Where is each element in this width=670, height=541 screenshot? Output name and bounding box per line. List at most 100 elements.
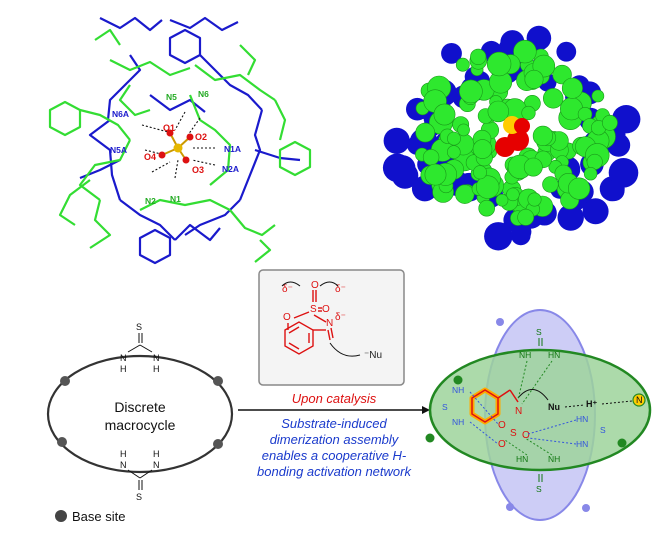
base-site-dot: [213, 376, 223, 386]
legend-base-site: Base site: [72, 509, 125, 524]
atom-o-ring: O: [283, 312, 291, 323]
blue-sphere: [557, 204, 584, 231]
thiourea-bot-n-left: N: [120, 460, 127, 470]
assembly-atom-o1: O: [498, 420, 506, 431]
green-sphere: [495, 193, 509, 207]
assembly-hn-right: HN: [576, 414, 588, 424]
green-sphere: [476, 175, 500, 199]
green-sphere: [470, 48, 487, 66]
blue-sphere: [511, 225, 531, 246]
oxygen-atom: [166, 129, 174, 137]
assembly-nh-left: NH: [452, 385, 464, 395]
blue-sphere: [608, 158, 639, 188]
delta-left: δ⁻: [282, 284, 293, 295]
green-sphere: [532, 125, 554, 146]
green-sphere: [455, 184, 475, 204]
crystal-structure-wireframe: N6A N5A N5 N6 N1A N2A N1 N2 O1 O2 O3 O4: [48, 16, 312, 265]
label-o3: O3: [192, 165, 204, 175]
thiourea-bot-h-left: H: [120, 449, 127, 459]
green-sphere: [487, 100, 509, 123]
green-sphere: [602, 114, 618, 131]
base-site-legend-dot: [55, 510, 67, 522]
green-sphere: [513, 39, 537, 64]
atom-o-top: O: [311, 280, 319, 291]
base-site-dot: [453, 375, 463, 385]
oxygen-atom: [158, 151, 166, 159]
assembly-s-bottom: S: [536, 484, 542, 494]
green-sphere: [472, 165, 487, 180]
base-site-dot: [582, 504, 590, 512]
base-site-dot: [60, 376, 70, 386]
assembly-nh-top-left: NH: [519, 350, 531, 360]
dimer-assembly: N S NH HN NH S NH N O S O O Nu H⁺ HN S H…: [425, 309, 652, 521]
assembly-s-right: S: [600, 425, 606, 435]
label-n2: N2: [145, 196, 156, 206]
green-sphere: [457, 123, 470, 137]
blue-sphere: [383, 127, 410, 154]
thiourea-bot-h-right: H: [153, 449, 160, 459]
atom-n: N: [326, 318, 333, 329]
green-sphere: [561, 77, 583, 99]
label-n5: N5: [166, 92, 177, 102]
thiourea-top-h-right: H: [153, 364, 160, 374]
green-sphere: [552, 64, 572, 85]
green-sphere: [591, 89, 605, 103]
base-site-dot: [617, 438, 627, 448]
base-site-dot: [506, 503, 514, 511]
oxygen-atom: [182, 156, 190, 164]
green-sphere: [523, 157, 543, 177]
macrocycle-label-line2: macrocycle: [105, 417, 176, 433]
base-n-label: N: [636, 395, 643, 405]
green-sphere: [583, 167, 598, 181]
arrow-upon-catalysis: Upon catalysis: [292, 391, 377, 406]
base-site-n-dot: [632, 393, 646, 407]
atom-s: S: [310, 304, 317, 315]
label-n1: N1: [170, 194, 181, 204]
oxygen-atom: [186, 133, 194, 141]
green-sphere: [447, 131, 461, 146]
label-o4: O4: [144, 152, 156, 162]
delta-right: δ⁻: [335, 284, 346, 295]
green-sphere: [524, 69, 544, 89]
assembly-hn-top-right: HN: [548, 350, 560, 360]
base-site-dot: [57, 437, 67, 447]
green-sphere: [527, 192, 542, 207]
thiourea-top-n-left: N: [120, 353, 127, 363]
blue-sphere: [441, 43, 462, 64]
thiourea-top-s: S: [136, 322, 142, 332]
thiourea-bot-n-right: N: [153, 460, 160, 470]
green-sphere: [446, 145, 461, 159]
thiourea-bot-s: S: [136, 492, 142, 502]
green-sphere: [472, 139, 493, 159]
space-filling-model: [382, 25, 641, 251]
label-n1a: N1A: [224, 144, 241, 154]
macrocycle-diagram: S N H N H H N H N S Discrete macrocycle: [46, 322, 234, 502]
green-sphere: [415, 122, 436, 143]
assembly-atom-o3: O: [522, 430, 530, 441]
blue-sphere: [391, 162, 419, 189]
arrow-line1: Substrate-induced: [281, 416, 387, 431]
arrow-line3: enables a cooperative H-: [262, 448, 407, 463]
assembly-nu: Nu: [548, 402, 560, 412]
thiourea-top-n-right: N: [153, 353, 160, 363]
label-n6: N6: [198, 89, 209, 99]
atom-o-right: O: [322, 304, 330, 315]
base-site-dot: [496, 318, 504, 326]
base-site-dot: [425, 433, 435, 443]
assembly-nh-bot-right: NH: [548, 454, 560, 464]
sulfate-oxygen: [495, 137, 515, 157]
green-sphere: [422, 149, 440, 166]
delta-n: δ⁻: [335, 312, 346, 323]
label-n6a: N6A: [112, 109, 129, 119]
assembly-s-left: S: [442, 402, 448, 412]
label-o2: O2: [195, 132, 207, 142]
green-sphere: [542, 176, 559, 193]
base-site-dot: [213, 439, 223, 449]
assembly-atom-n: N: [515, 406, 522, 417]
assembly-s-top: S: [536, 327, 542, 337]
assembly-atom-o2: O: [498, 439, 506, 450]
green-sphere: [517, 208, 535, 226]
blue-sphere: [582, 198, 609, 225]
label-n5a: N5A: [110, 145, 127, 155]
